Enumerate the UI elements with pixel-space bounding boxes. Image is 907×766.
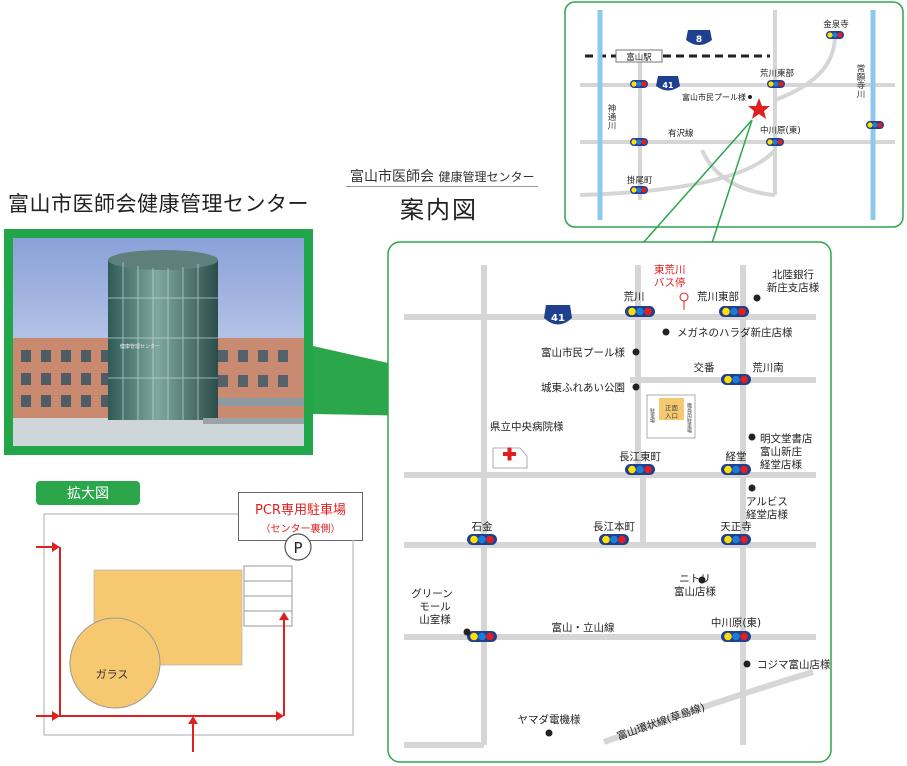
- glass-label: ガラス: [96, 668, 129, 681]
- pcr-parking-box: PCR専用駐車場 （センター裏側）: [238, 492, 363, 541]
- parking-symbol: P: [293, 539, 302, 557]
- overview-arakawa-tobu-label: 荒川東部: [760, 68, 795, 79]
- svg-text:8: 8: [696, 35, 702, 45]
- kyodo-label: 経堂: [726, 450, 747, 463]
- pcr-parking-sub: （センター裏側）: [260, 524, 341, 535]
- route-41-shield: 41: [544, 305, 572, 325]
- toyama-station-label: 富山駅: [626, 52, 652, 63]
- nitori-label-2: 富山店様: [674, 585, 716, 598]
- arakawa-minami-label: 荒川南: [752, 361, 784, 374]
- zoom-line-right: [711, 119, 753, 244]
- station-box: [615, 49, 663, 63]
- building-photo: 健康管理センター: [13, 238, 304, 446]
- green-mall-label-2: モール: [419, 601, 451, 613]
- yamada-label: ヤマダ電機様: [518, 713, 581, 726]
- glass-rotunda: [69, 617, 161, 709]
- location-star: [748, 98, 770, 119]
- kojima-label: コジマ富山店様: [757, 658, 831, 671]
- green-mall-label-1: グリーン: [411, 587, 452, 600]
- building-sign: 健康管理センター: [120, 343, 160, 350]
- koban-label: 交番: [694, 361, 715, 374]
- svg-text:41: 41: [662, 81, 674, 90]
- enlarged-badge: 拡大図: [36, 481, 140, 505]
- hokuriku-bank-label-1: 北陸銀行: [772, 268, 814, 281]
- overview-pool-dot: [748, 95, 752, 99]
- meibundo-label-3: 経堂店様: [760, 458, 802, 471]
- meibundo-label-1: 明文堂書店: [760, 432, 813, 445]
- hospital-label: 県立中央病院様: [490, 420, 564, 433]
- nakagawara-east-label: 中川原(東): [711, 616, 761, 629]
- arakawa-tobu-label: 荒川東部: [697, 290, 739, 303]
- center-entrance-1: 正面: [665, 404, 679, 412]
- jintsu-river-label: 神通川: [606, 103, 616, 129]
- parking-sign: [284, 533, 312, 561]
- hokuriku-bank-label-2: 新庄支店様: [767, 281, 820, 294]
- meibundo-label-2: 富山新庄: [760, 445, 802, 458]
- joganji-river-label: 常願寺川: [855, 63, 865, 98]
- page-title: 富山市医師会健康管理センター: [8, 192, 309, 216]
- enlarged-frame: [43, 514, 354, 736]
- kakeo-label: 掛尾町: [627, 175, 653, 186]
- bus-stop-label-2: バス停: [654, 276, 686, 289]
- tenshoji-label: 天正寺: [720, 521, 752, 533]
- nitori-label-1: ニトリ: [679, 573, 711, 585]
- arisawa-line-label: 有沢線: [668, 128, 694, 139]
- center-building: [659, 398, 684, 420]
- center-parking-label: 駐車場: [649, 407, 655, 424]
- overview-signals: [630, 31, 884, 194]
- staff-parking-label: 職員用駐車場: [686, 402, 692, 434]
- kinsenji-label: 金泉寺: [823, 19, 849, 30]
- landmark-dots: [463, 294, 761, 737]
- meganenoharada-label: メガネのハラダ新庄店様: [677, 326, 793, 339]
- route-8-shield: 8: [686, 30, 712, 45]
- pcr-parking-title: PCR専用駐車場: [255, 503, 346, 518]
- pcr-parking-spaces: [243, 565, 293, 627]
- alpis-label-1: アルビス: [746, 496, 788, 508]
- detail-map-frame: [387, 241, 832, 763]
- sekikin-label: 石金: [472, 520, 493, 533]
- title-divider: [346, 186, 538, 187]
- map-title: 案内図: [400, 196, 478, 224]
- center-entrance-2: 入口: [665, 412, 678, 420]
- joto-park-label: 城東ふれあい公園: [541, 381, 625, 394]
- zoom-line-left: [642, 119, 753, 244]
- nagae-honmachi-label: 長江本町: [593, 520, 635, 533]
- alpis-label-2: 経堂店様: [746, 508, 788, 521]
- bus-stop-label-1: 東荒川: [654, 263, 686, 276]
- map-org-name: 富山市医師会 健康管理センター: [350, 169, 535, 185]
- toyama-tateyama-line-label: 富山・立山線: [552, 621, 615, 634]
- overview-nakagawara-label: 中川原(東): [760, 125, 801, 136]
- overview-pool-label: 富山市民プール様: [682, 92, 746, 102]
- route-41-shield-small: 41: [656, 76, 680, 91]
- arakawa-label: 荒川: [624, 291, 645, 303]
- green-mall-label-3: 山室様: [419, 613, 451, 626]
- hospital-icon: [492, 447, 528, 469]
- pool-label: 富山市民プール様: [541, 346, 625, 359]
- svg-text:41: 41: [551, 313, 565, 324]
- detail-signals: [467, 306, 751, 642]
- nagae-tobu-label: 長江東町: [619, 450, 661, 463]
